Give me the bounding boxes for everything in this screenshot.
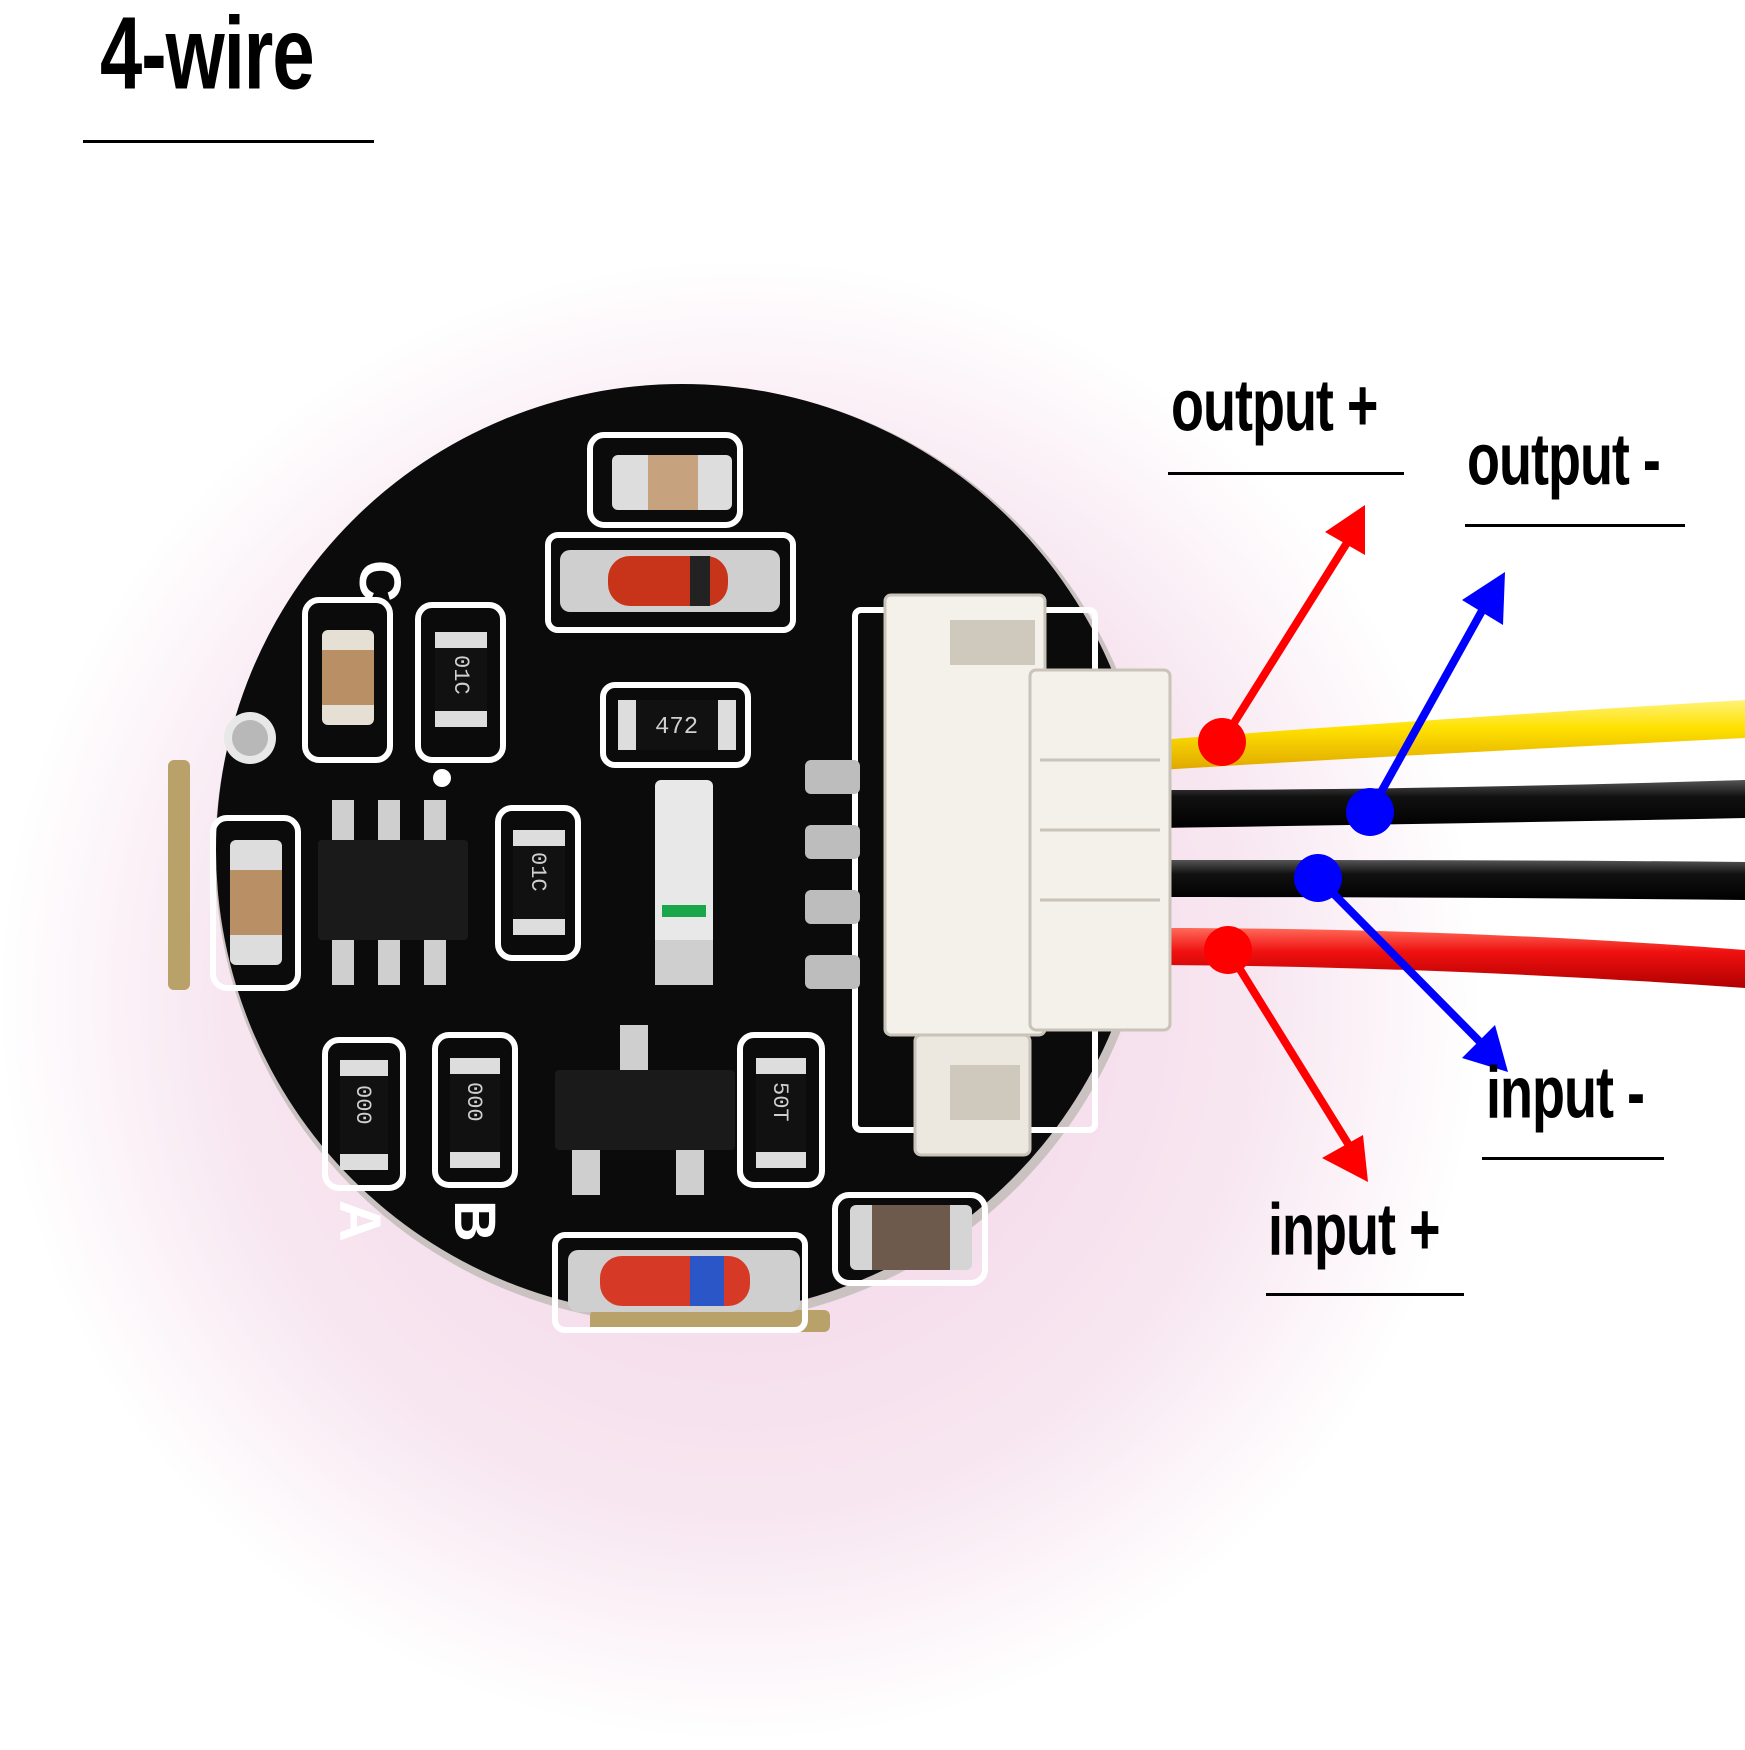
underline-output-minus [1465, 524, 1685, 527]
wire-annotations [1198, 505, 1508, 1182]
arrow-output-minus [1366, 598, 1492, 814]
wire-red [1160, 928, 1745, 988]
arrow-output-plus [1218, 527, 1359, 745]
underline-output-plus [1168, 472, 1404, 475]
resistor-marking-6: 50T [767, 1082, 792, 1122]
underline-input-plus [1266, 1293, 1464, 1296]
dot-input-minus [1294, 854, 1342, 902]
page-title: 4-wire [100, 0, 315, 112]
arrow-head-input-minus [1462, 1025, 1508, 1072]
label-output-minus: output - [1467, 419, 1661, 501]
resistor-marking-1: 01C [448, 655, 473, 695]
pcb-letter-c: C [347, 560, 412, 602]
title-underline [83, 140, 374, 143]
connector-solder-pads [805, 760, 860, 989]
underline-input-minus [1482, 1157, 1664, 1160]
label-input-plus: input + [1268, 1189, 1440, 1271]
jst-connector [883, 593, 1172, 1157]
smd-components: 01C 472 01C 000 000 50T [230, 455, 972, 1270]
led [655, 780, 713, 985]
resistor-marking-2: 472 [655, 714, 698, 741]
arrow-head-output-minus [1462, 572, 1505, 625]
resistor-marking-5: 000 [461, 1082, 486, 1122]
pcb-letter-b: B [442, 1200, 507, 1242]
label-input-minus: input - [1486, 1052, 1645, 1134]
wire-black-1 [1160, 780, 1745, 828]
pcb-letter-a: A [327, 1200, 392, 1242]
wire-black-2 [1160, 860, 1745, 900]
arrow-input-minus [1315, 875, 1491, 1053]
arrow-head-input-plus [1322, 1135, 1368, 1182]
silkscreen-outlines [210, 432, 1098, 1333]
label-output-plus: output + [1171, 365, 1378, 447]
wire-yellow [1160, 700, 1745, 770]
arrow-head-output-plus [1325, 505, 1365, 555]
resistor-marking-3: 01C [525, 852, 550, 892]
dot-output-minus [1346, 788, 1394, 836]
dot-output-plus [1198, 718, 1246, 766]
dot-input-plus [1204, 926, 1252, 974]
arrow-input-plus [1224, 947, 1359, 1158]
silkscreen-letters: C A B [327, 560, 507, 1242]
ic-chips [318, 800, 735, 1195]
glass-diodes [560, 550, 800, 1312]
resistor-marking-4: 000 [350, 1085, 375, 1125]
pcb-board: C A B 01C 472 01C [168, 384, 1172, 1333]
